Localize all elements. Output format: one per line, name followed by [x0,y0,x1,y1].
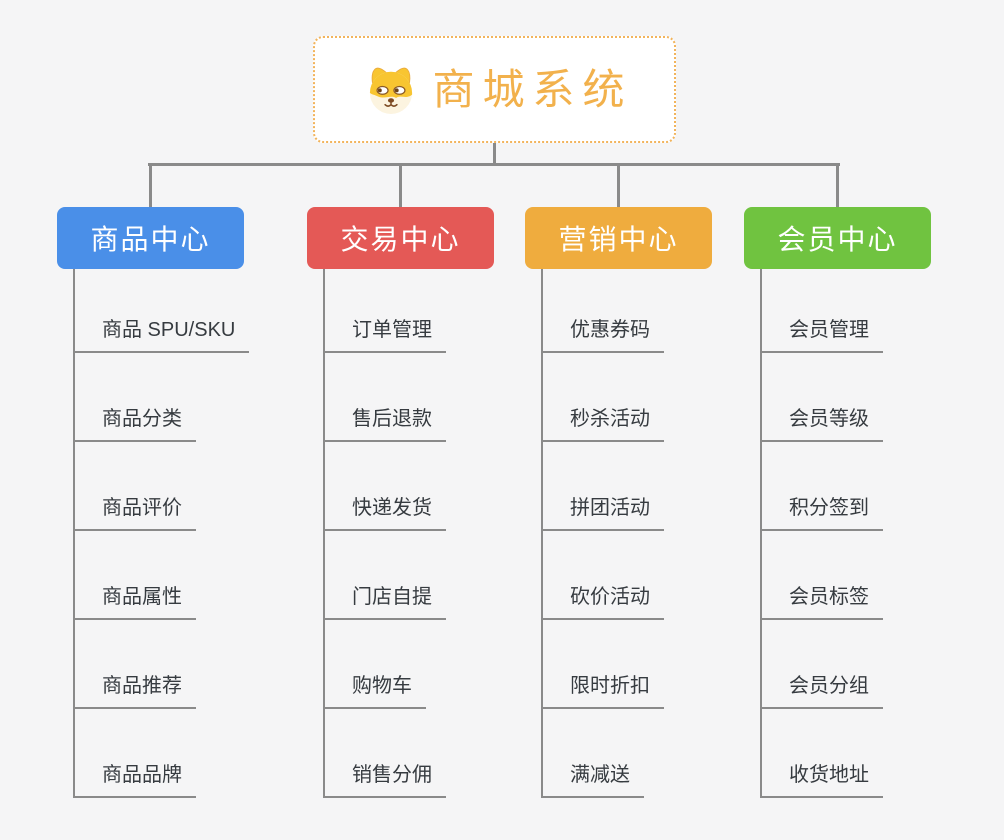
branch-item[interactable]: 订单管理 [325,317,446,353]
branch-column-1: 商品 SPU/SKU 商品分类商品评价商品属性商品推荐商品品牌 [73,269,305,798]
branch-item[interactable]: 会员管理 [762,317,883,353]
connector-branch-drop [836,163,839,208]
connector-root-drop [493,143,496,164]
branch-item[interactable]: 购物车 [325,673,426,709]
branch-header-label: 营销中心 [558,224,679,255]
root-node[interactable]: 商城系统 [313,36,676,143]
branch-item[interactable]: 秒杀活动 [543,406,664,442]
branch-header-4[interactable]: 会员中心 [744,207,931,269]
branch-column-4: 会员管理会员等级积分签到会员标签会员分组收货地址 [760,269,992,798]
branch-item[interactable]: 满减送 [543,762,644,798]
root-title: 商城系统 [432,65,633,113]
branch-item[interactable]: 售后退款 [325,406,446,442]
branch-header-3[interactable]: 营销中心 [525,207,712,269]
connector-branch-drop [617,163,620,208]
branch-item[interactable]: 会员分组 [762,673,883,709]
branch-item[interactable]: 限时折扣 [543,673,664,709]
connector-branch-drop [399,163,402,208]
branch-item[interactable]: 积分签到 [762,495,883,531]
branch-header-label: 会员中心 [777,224,898,255]
branch-item[interactable]: 商品品牌 [75,762,196,798]
branch-item[interactable]: 商品分类 [75,406,196,442]
branch-item[interactable]: 商品属性 [75,584,196,620]
branch-item[interactable]: 砍价活动 [543,584,664,620]
branch-item[interactable]: 销售分佣 [325,762,446,798]
branch-item[interactable]: 商品 SPU/SKU [75,317,250,353]
branch-item[interactable]: 会员标签 [762,584,883,620]
branch-column-2: 订单管理售后退款快递发货门店自提购物车销售分佣 [323,269,555,798]
connector-branch-drop [149,163,152,208]
branch-item[interactable]: 优惠券码 [543,317,664,353]
branch-item[interactable]: 快递发货 [325,495,446,531]
branch-header-label: 交易中心 [340,224,461,255]
branch-header-2[interactable]: 交易中心 [307,207,494,269]
branch-header-1[interactable]: 商品中心 [57,207,244,269]
branch-item[interactable]: 门店自提 [325,584,446,620]
connector-crossbar [148,163,840,166]
branch-column-3: 优惠券码秒杀活动拼团活动砍价活动限时折扣满减送 [541,269,773,798]
branch-item[interactable]: 商品推荐 [75,673,196,709]
branch-item[interactable]: 会员等级 [762,406,883,442]
branch-header-label: 商品中心 [90,224,211,255]
branch-item[interactable]: 收货地址 [762,762,883,798]
dog-face-icon [370,67,413,114]
branch-item[interactable]: 拼团活动 [543,495,664,531]
branch-item[interactable]: 商品评价 [75,495,196,531]
